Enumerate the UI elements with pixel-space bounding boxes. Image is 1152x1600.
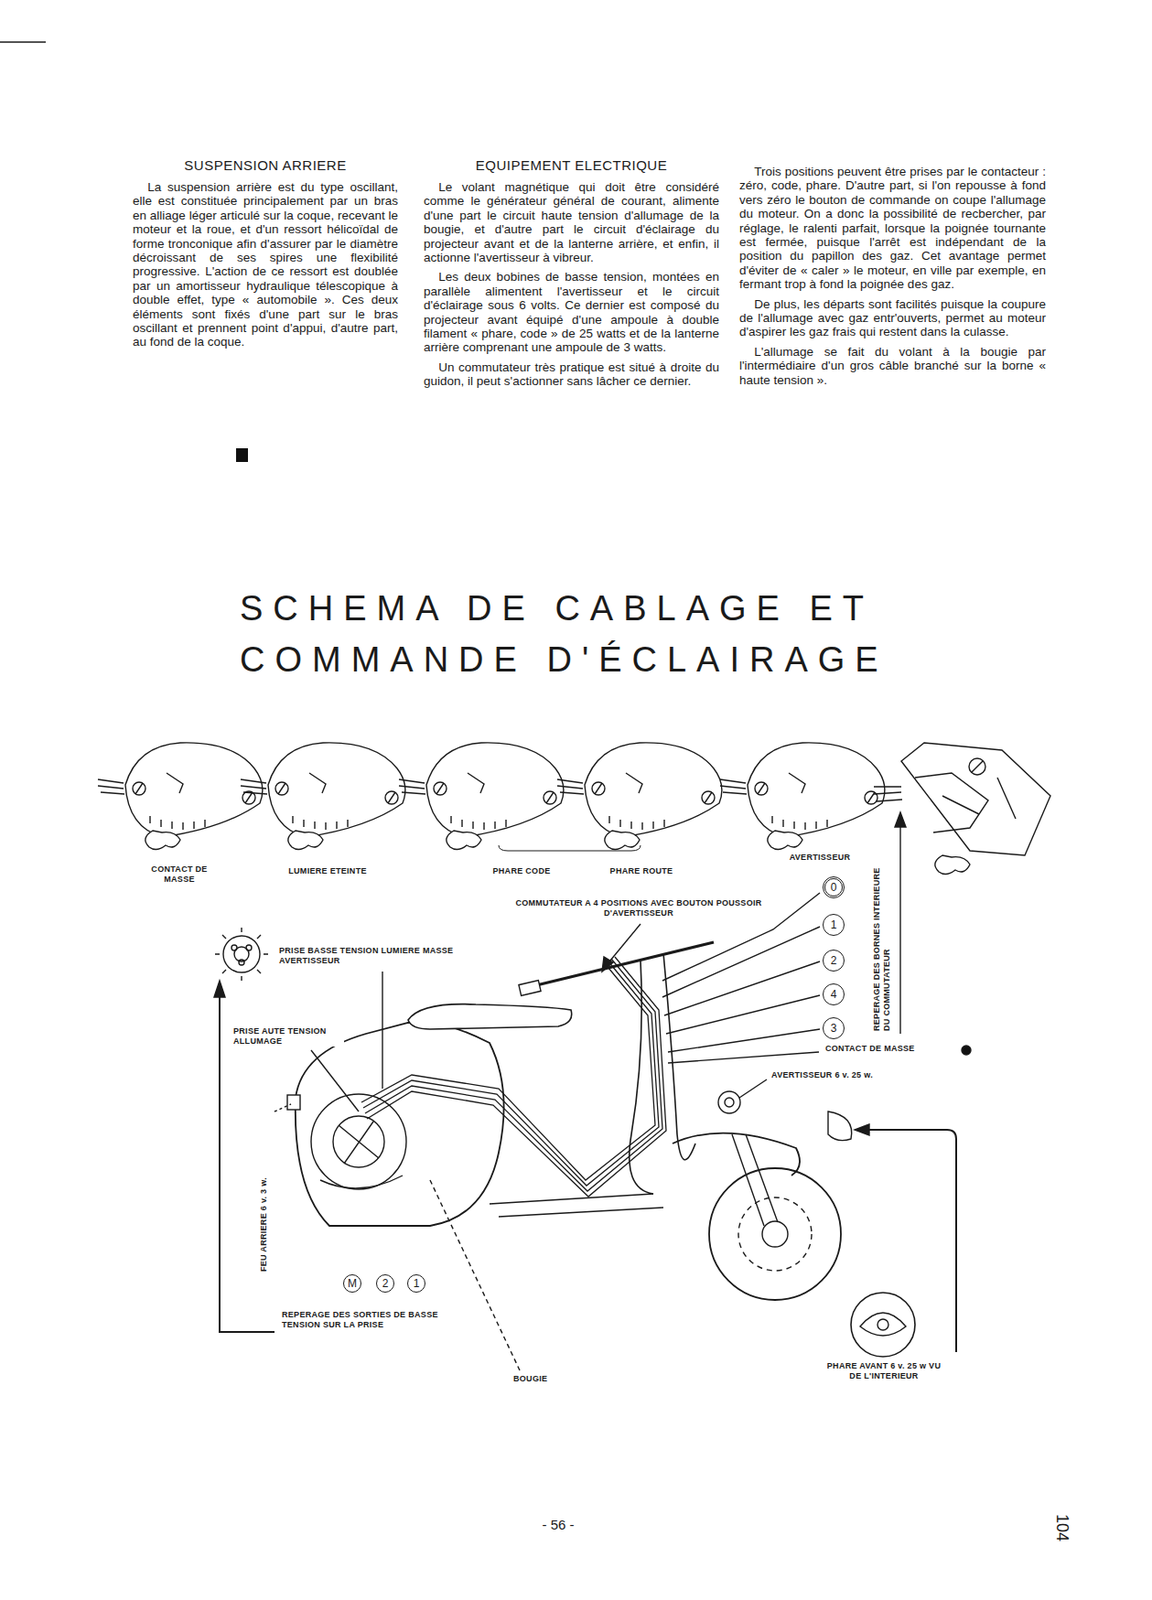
- terminal-number: 3: [830, 1022, 838, 1035]
- part-label: PHARE CODE: [470, 866, 573, 877]
- body-paragraph: Trois positions peuvent être prises par …: [739, 164, 1046, 292]
- page-number: - 56 -: [526, 1517, 591, 1533]
- part-label: COMMUTATEUR A 4 POSITIONS AVEC BOUTON PO…: [509, 898, 768, 919]
- terminal-number: 1: [830, 918, 838, 932]
- terminal-number: 0: [830, 881, 838, 894]
- text-column: EQUIPEMENT ELECTRIQUE Le volant magnétiqu…: [423, 157, 720, 395]
- terminal-circle: 2: [822, 949, 845, 972]
- part-label: BOUGIE: [512, 1374, 549, 1385]
- terminal-circle: 0: [822, 876, 845, 899]
- part-label: REPERAGE DES BORNES INTERIEURE DU COMMUT…: [871, 857, 894, 1032]
- part-label: CONTACT DE MASSE: [824, 1044, 916, 1055]
- body-paragraph: De plus, les départs sont facilités puis…: [739, 297, 1046, 340]
- body-paragraph: Un commutateur très pratique est situé à…: [423, 360, 720, 389]
- part-label: PRISE AUTE TENSION ALLUMAGE: [232, 1026, 345, 1047]
- page-number: 104: [1052, 1514, 1072, 1542]
- page-title: SCHEMA DE CABLAGE ET COMMANDE D'ÉCLAIRAG…: [239, 582, 954, 686]
- body-paragraph: Les deux bobines de basse tension, monté…: [423, 269, 720, 355]
- text-column: Trois positions peuvent être prises par …: [739, 164, 1046, 393]
- part-label: AVERTISSEUR 6 v. 25 w.: [770, 1070, 874, 1081]
- terminal-number: 1: [413, 1277, 420, 1291]
- part-label: PHARE ROUTE: [590, 866, 693, 877]
- terminal-circle: 1: [407, 1274, 426, 1293]
- body-paragraph: La suspension arrière est du type oscill…: [132, 180, 399, 350]
- part-label: AVERTISSEUR: [768, 852, 872, 863]
- terminal-number: 2: [382, 1277, 389, 1291]
- terminal-circle: 1: [822, 914, 845, 937]
- part-label: LUMIERE ETEINTE: [271, 866, 384, 877]
- column-heading: EQUIPEMENT ELECTRIQUE: [423, 157, 720, 173]
- part-label: PHARE AVANT 6 v. 25 w VU DE L'INTERIEUR: [823, 1361, 945, 1382]
- terminal-number: 2: [830, 954, 838, 968]
- terminal-number: M: [347, 1277, 357, 1291]
- terminal-circle: 3: [822, 1017, 845, 1040]
- text-column: SUSPENSION ARRIERE La suspension arrière …: [132, 157, 399, 356]
- part-label: PRISE BASSE TENSION LUMIERE MASSE AVERTI…: [278, 946, 473, 967]
- body-paragraph: L'allumage se fait du volant à la bougie…: [739, 344, 1046, 388]
- column-heading: SUSPENSION ARRIERE: [132, 157, 399, 173]
- terminal-circle: 4: [822, 983, 845, 1006]
- body-paragraph: Le volant magnétique qui doit être consi…: [423, 180, 720, 265]
- terminal-circle: M: [343, 1274, 362, 1293]
- part-label: CONTACT DE MASSE: [146, 864, 213, 885]
- terminal-number: 4: [830, 988, 838, 1002]
- part-label: REPERAGE DES SORTIES DE BASSE TENSION SU…: [280, 1310, 457, 1331]
- terminal-circle: 2: [376, 1274, 395, 1293]
- part-label: FEU ARRIERE 6 v. 3 w.: [258, 1111, 270, 1272]
